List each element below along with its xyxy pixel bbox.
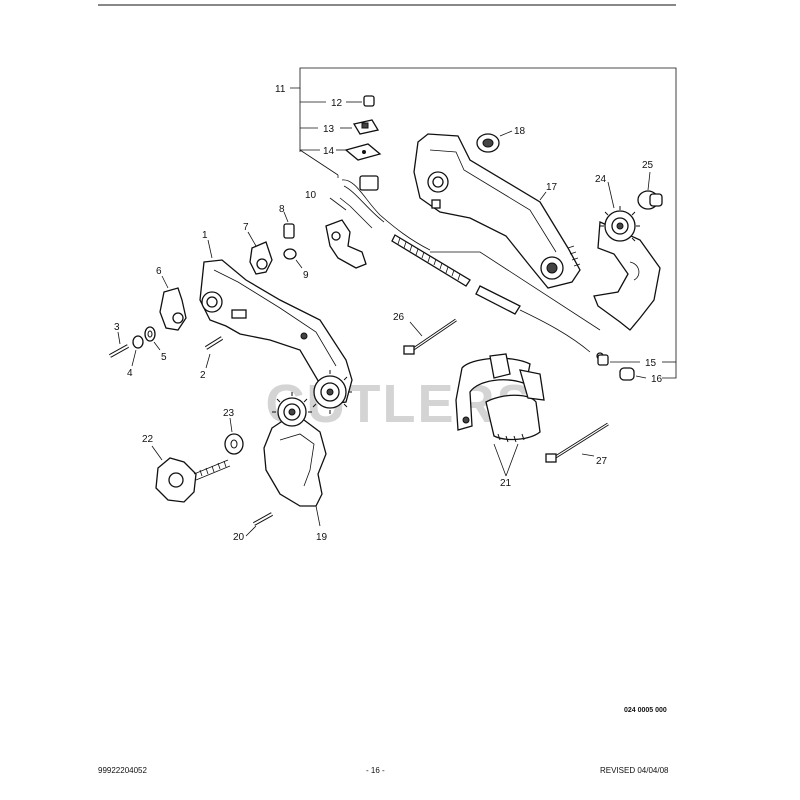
callout-11: 11 — [275, 84, 286, 95]
callout-5: 5 — [161, 352, 167, 363]
part-10-switch-cable — [329, 175, 604, 360]
part-26-cable-tie — [403, 318, 457, 355]
callout-3: 3 — [114, 322, 120, 333]
part-27-cable-tie — [545, 422, 609, 463]
part-14-plate — [336, 143, 382, 161]
callout-16: 16 — [651, 374, 663, 385]
callout-13: 13 — [323, 124, 335, 135]
callout-19: 19 — [316, 532, 328, 543]
part-16-cap — [619, 367, 647, 381]
part-18-grommet — [476, 130, 513, 153]
part-25-cap — [637, 171, 663, 210]
callout-4: 4 — [127, 368, 133, 379]
part-1-handle-lower — [199, 239, 353, 414]
part-6-latch — [159, 275, 187, 331]
part-22-knob — [151, 445, 231, 503]
part-9-bushing — [283, 248, 303, 269]
callout-12: 12 — [331, 98, 343, 109]
callout-1: 1 — [202, 230, 208, 241]
part-10-trigger — [325, 219, 367, 269]
footer-revised-date: REVISED 04/04/08 — [600, 766, 669, 775]
part-24-gear-bracket — [593, 181, 661, 331]
callout-24: 24 — [595, 174, 607, 185]
callout-17: 17 — [546, 182, 558, 193]
callout-10: 10 — [305, 190, 317, 201]
callout-22: 22 — [142, 434, 154, 445]
callout-18: 18 — [514, 126, 526, 137]
part-23-washer — [224, 417, 244, 455]
callout-6: 6 — [156, 266, 162, 277]
footer-part-number: 99922204052 — [98, 766, 147, 775]
callout-25: 25 — [642, 160, 654, 171]
part-5-washer — [144, 326, 161, 351]
callout-26: 26 — [393, 312, 405, 323]
part-2-screw — [204, 336, 224, 369]
callout-14: 14 — [323, 146, 335, 157]
part-7-link — [247, 231, 273, 275]
callout-21: 21 — [500, 478, 512, 489]
part-21-clamp — [455, 353, 545, 477]
part-17-handle-upper — [413, 133, 581, 289]
part-19-grip-bracket — [263, 392, 327, 527]
part-8-screw — [283, 211, 295, 239]
assembly-bracket-11 — [290, 67, 677, 379]
part-13-nut — [340, 119, 380, 135]
part-4-washer — [131, 335, 144, 367]
callout-8: 8 — [279, 204, 285, 215]
callout-15: 15 — [645, 358, 657, 369]
callout-20: 20 — [233, 532, 245, 543]
callout-9: 9 — [303, 270, 309, 281]
part-20-screw — [245, 512, 273, 537]
diagram-reference-code: 024 0005 000 — [624, 707, 667, 714]
part-12-screw — [346, 95, 375, 107]
callout-labels: 1 2 3 4 5 6 7 8 9 10 11 12 13 14 15 16 1… — [114, 84, 663, 543]
callout-23: 23 — [223, 408, 235, 419]
part-3-screw — [109, 331, 129, 358]
callout-2: 2 — [200, 370, 206, 381]
callout-27: 27 — [596, 456, 608, 467]
part-15-nut — [597, 354, 640, 366]
callout-7: 7 — [243, 222, 249, 233]
footer-page-number: - 16 - — [366, 766, 385, 775]
